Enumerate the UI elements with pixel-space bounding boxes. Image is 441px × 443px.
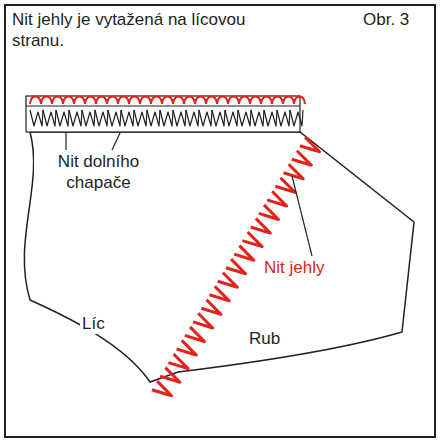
stitch [225,110,238,126]
stitch [69,110,82,126]
stitch [30,97,41,105]
stitch [177,340,197,355]
stitch [96,97,107,105]
stitch [186,110,199,126]
stitch [264,110,277,126]
stitch [212,110,225,126]
stitch [108,110,121,126]
stitch [275,178,295,193]
stitch [168,354,188,369]
stitch [63,97,74,105]
stitch [218,273,238,288]
side-label: Rub [247,328,282,349]
stitch [52,97,63,105]
seam-line [26,106,300,107]
stitch [210,286,230,301]
stitch [121,110,134,126]
stitch [195,97,206,105]
seam-strip [26,96,300,132]
figure-frame [5,5,435,437]
stitch [201,300,221,315]
stitch [242,232,262,247]
stitch [95,110,108,126]
stitch [259,205,279,220]
stitch [277,110,290,126]
stitch [41,97,52,105]
fabric-outline [24,132,414,382]
stitch [74,97,85,105]
stitch [261,97,272,105]
stitch [217,97,228,105]
stitch [82,110,95,126]
stitch [290,110,303,126]
thread-label: Nit jehly [262,257,326,278]
stitch [283,97,294,105]
stitch [147,110,160,126]
leader-line [65,133,66,150]
stitch [43,110,56,126]
stitch [173,110,186,126]
stitch [173,97,184,105]
stitch [199,110,212,126]
figure-number: Obr. 3 [363,9,409,30]
stitch [267,191,287,206]
stitch [129,97,140,105]
stitch [134,110,147,126]
stitch [56,110,69,126]
side-label: Líc [80,313,107,334]
stitch [152,381,172,396]
stitch [151,97,162,105]
stitch [107,97,118,105]
stitch [160,368,180,383]
leader-line [112,133,120,150]
stitch [226,259,246,274]
stitch [118,97,129,105]
stitch [272,97,283,105]
stitch [238,110,251,126]
stitch [193,313,213,328]
stitch [30,110,43,126]
stitch [284,164,304,179]
stitch [85,97,96,105]
leader-line [292,176,312,256]
stitch [185,327,205,342]
stitch [292,151,312,166]
figure-title: Nit jehly je vytažená na lícovou stranu. [12,9,247,51]
stitch [294,97,305,105]
stitch [234,246,254,261]
stitch [251,110,264,126]
stitch [160,110,173,126]
stitch [300,137,320,152]
stitch [140,97,151,105]
stitches [30,97,320,396]
stitch [206,97,217,105]
stitch [239,97,250,105]
stitch [251,218,271,233]
stitch [162,97,173,105]
stitch [250,97,261,105]
stitch [228,97,239,105]
stitch [184,97,195,105]
part-label: Nit dolního chapače [34,151,163,193]
